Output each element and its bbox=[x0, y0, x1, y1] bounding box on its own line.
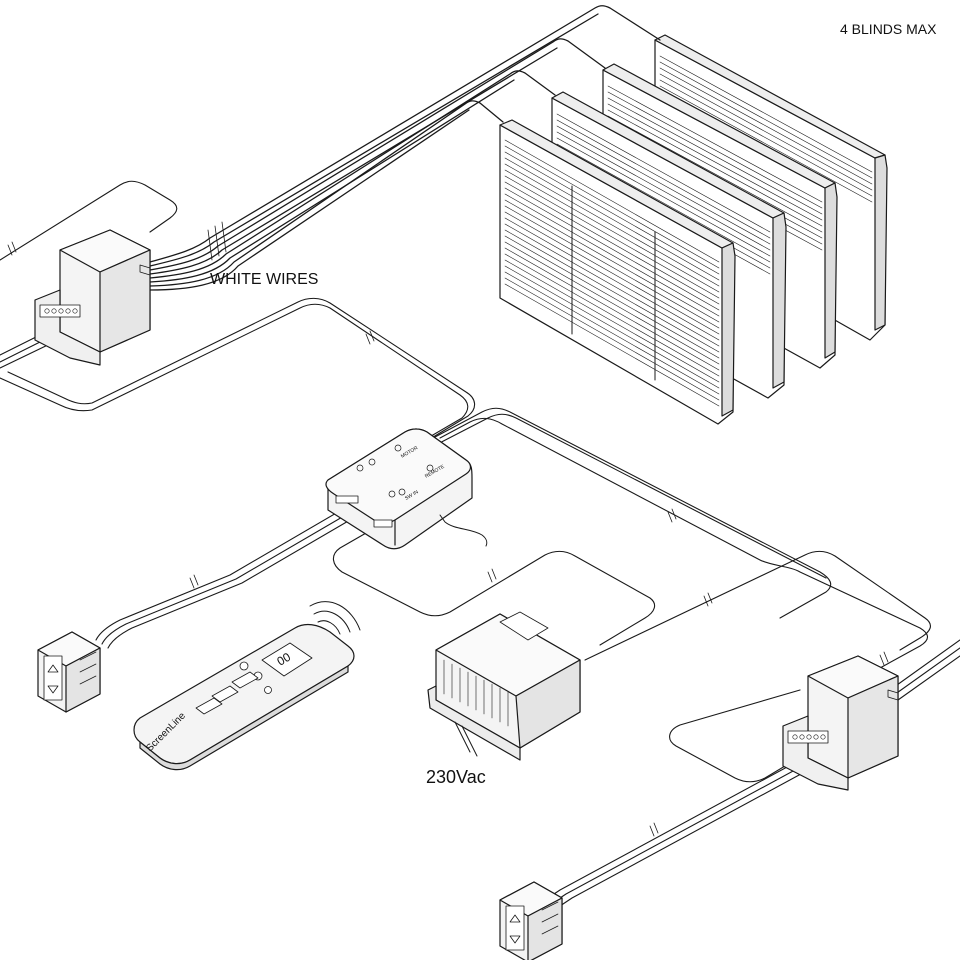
white-wires-bundle bbox=[149, 5, 661, 291]
blind-1 bbox=[499, 119, 736, 425]
max-blinds-label: 4 BLINDS MAX bbox=[840, 21, 937, 37]
radio-signal-icon bbox=[309, 601, 361, 635]
wall-switch-bottom bbox=[499, 881, 563, 960]
power-supply bbox=[427, 611, 581, 761]
hub-port-icons bbox=[356, 444, 434, 498]
wall-switch-left bbox=[37, 631, 101, 713]
supply-voltage-label: 230Vac bbox=[426, 767, 486, 787]
blind-4-slats bbox=[659, 55, 873, 203]
remote-display-digits: 00 bbox=[275, 650, 294, 669]
power-supply-vents bbox=[443, 659, 509, 727]
din-module-top bbox=[34, 229, 151, 366]
antenna-wire bbox=[439, 514, 488, 547]
remote-display bbox=[261, 642, 313, 677]
white-wires-label: WHITE WIRES bbox=[210, 271, 319, 288]
din-module-right bbox=[782, 655, 899, 791]
remote-button-up bbox=[231, 671, 259, 689]
remote-control: 00 ScreenLine bbox=[133, 601, 361, 771]
up-arrow-icon bbox=[509, 914, 521, 923]
up-arrow-icon bbox=[47, 664, 59, 673]
control-hub: MOTOR REMOTE SW IN bbox=[325, 428, 488, 550]
blind-1-slats bbox=[504, 139, 720, 407]
down-arrow-icon bbox=[509, 935, 521, 944]
down-arrow-icon bbox=[47, 685, 59, 694]
remote-button-down bbox=[195, 697, 223, 715]
